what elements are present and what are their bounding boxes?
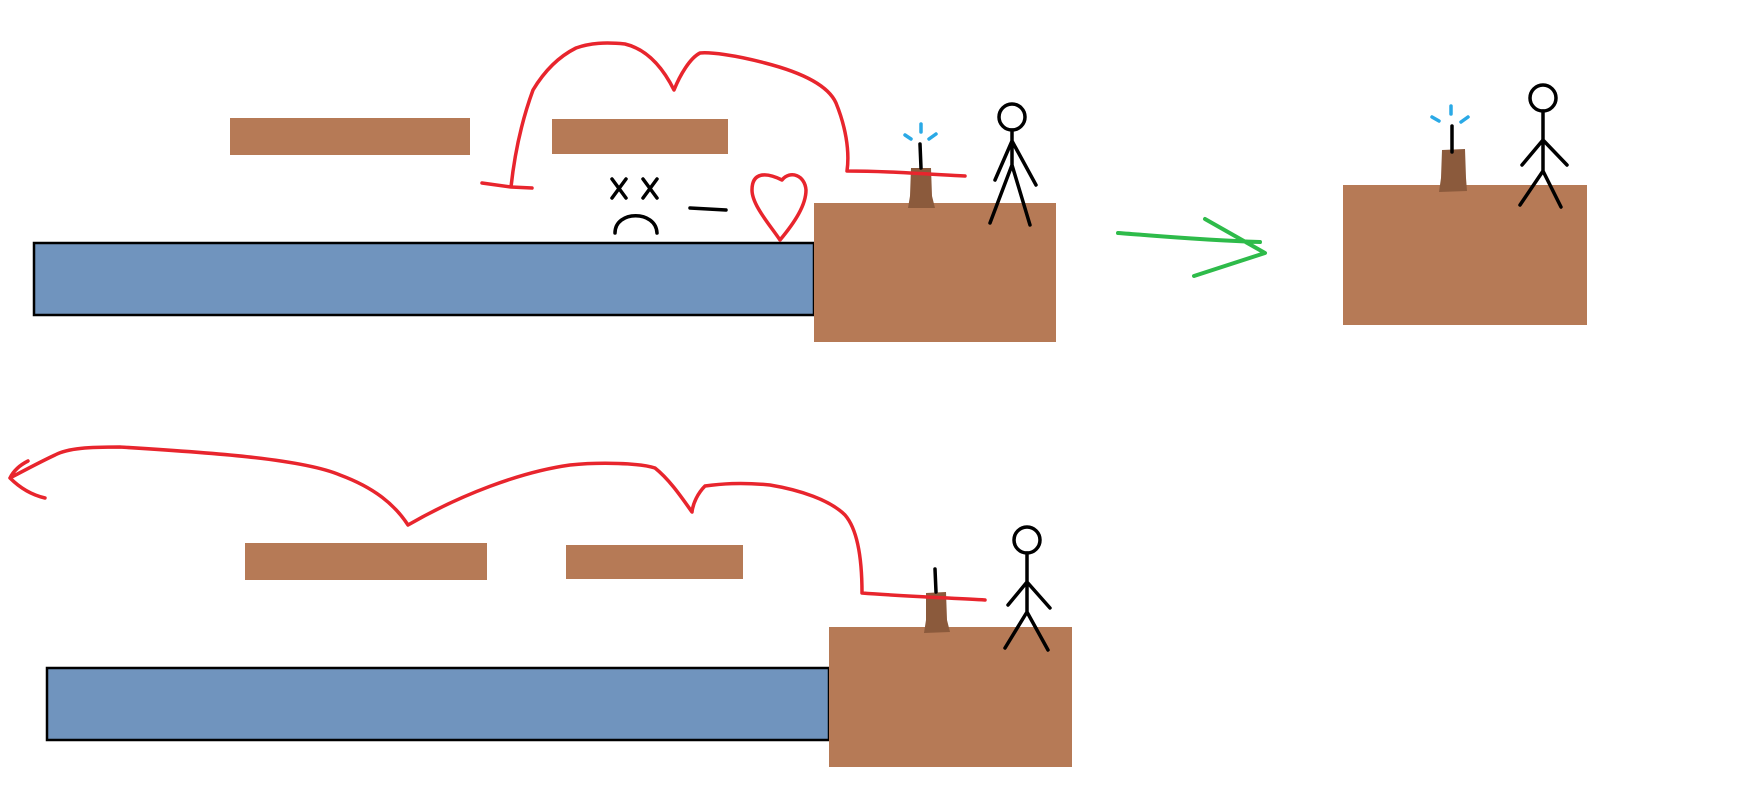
ground-block-right [1343,185,1587,325]
floating-platform-1 [230,118,470,155]
spark-icon-right [1430,104,1470,124]
ground-block [814,203,1056,342]
lever-icon-right [1430,104,1470,192]
floating-platform-4 [566,545,743,579]
dead-face-icon [610,177,659,235]
jump-arrow [480,41,967,190]
stick-figure-icon [988,102,1038,227]
stick-figure-icon-bottom [1003,525,1052,652]
dash-icon [688,206,728,212]
scene-failed-jump [32,41,1056,342]
spark-icon [903,122,938,141]
water-pool [32,241,816,317]
jump-arrow-long [8,445,987,602]
scene-successful-jump [8,445,1072,767]
transition-arrow [1116,217,1267,278]
scene-lever-activated [1343,83,1587,325]
lever-icon [903,122,938,208]
stick-figure-icon-right [1518,83,1569,209]
heart-icon [750,173,808,242]
ground-block-bottom [829,627,1072,767]
lever-icon-bottom [924,567,950,633]
floating-platform-2 [552,119,728,154]
water-pool-bottom [45,666,831,742]
floating-platform-3 [245,543,487,580]
